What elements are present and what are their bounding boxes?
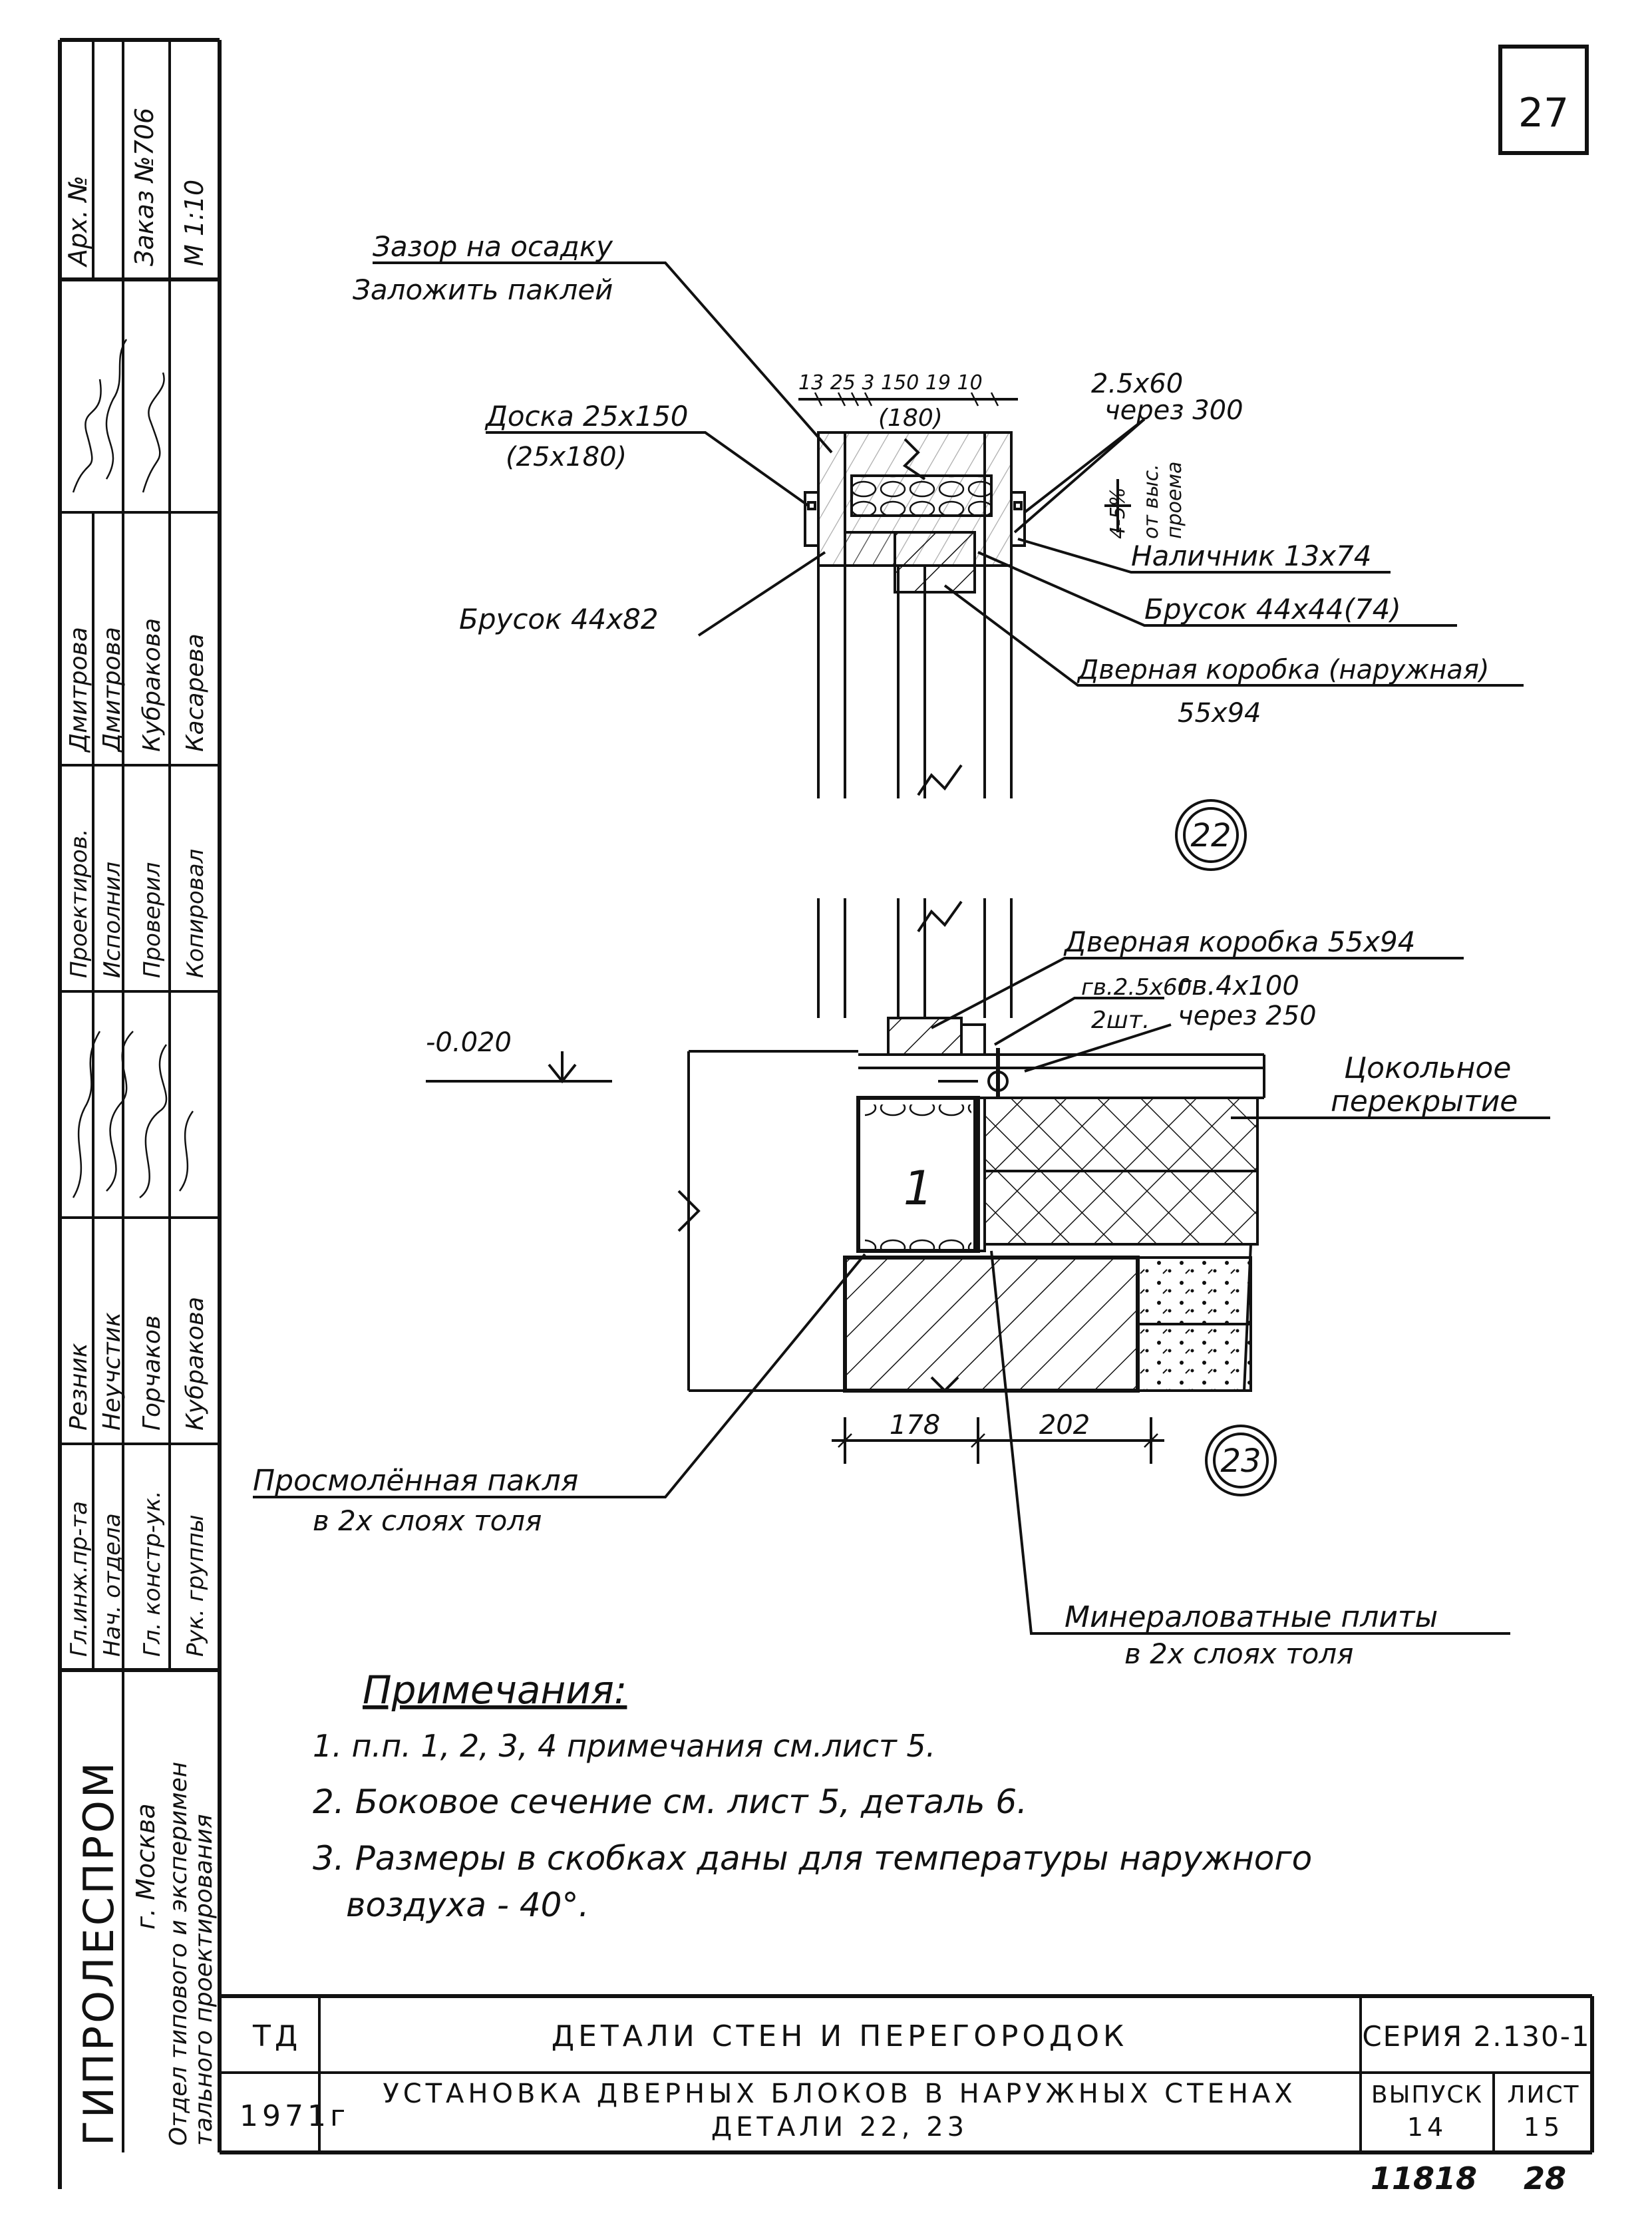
detail-22: 13 25 3 150 19 10 (180) Зазор на осадку …: [353, 230, 1524, 871]
d23-tow-label-2: в 2х слоях толя: [313, 1504, 542, 1537]
d22-slope-3: проема: [1163, 462, 1186, 539]
organization-city: г. Москва: [131, 1803, 160, 1930]
d23-nail2-label-2: через 250: [1178, 1001, 1317, 1031]
notes: Примечания: 1. п.п. 1, 2, 3, 4 примечани…: [313, 1667, 1312, 1924]
d23-dim-right: 202: [1039, 1410, 1090, 1441]
stamp-role-1: Гл.инж.пр-та: [66, 1501, 92, 1657]
signature-marks: [72, 339, 194, 1198]
d23-floor-label-1: Цокольное: [1344, 1051, 1511, 1085]
d22-trim-label: Наличник 13х74: [1131, 540, 1372, 572]
sheet-number-box: 27: [1498, 45, 1589, 155]
d22-board-label-2: (25х180): [506, 442, 627, 472]
tb-issue: 14: [1407, 2113, 1447, 2142]
stamp-role-3: Гл. констр-ук.: [139, 1490, 166, 1657]
tb-sheet: 15: [1524, 2113, 1564, 2142]
title-block: ТД 1971г ДЕТАЛИ СТЕН И ПЕРЕГОРОДОК УСТАН…: [220, 1994, 1594, 2152]
stamp-name-1: Резник: [65, 1343, 92, 1431]
stamp-name-4: Кубракова: [182, 1297, 209, 1431]
tb-title: ДЕТАЛИ СТЕН И ПЕРЕГОРОДОК: [552, 2019, 1128, 2053]
tb-code: ТД: [252, 2019, 301, 2053]
d23-wool-label-1: Минераловатные плиты: [1065, 1600, 1438, 1634]
stamp-role-5: Проектиров.: [66, 828, 92, 978]
notes-heading: Примечания:: [363, 1667, 627, 1713]
d23-floor-label-2: перекрытие: [1331, 1085, 1518, 1118]
d22-gap-label-2: Заложить паклей: [353, 273, 613, 306]
note-3: 3. Размеры в скобках даны для температур…: [313, 1839, 1312, 1878]
stamp-name-8: Касарева: [182, 633, 209, 752]
note-2: 2. Боковое сечение см. лист 5, деталь 6.: [313, 1783, 1027, 1821]
d22-gap-label-1: Зазор на осадку: [373, 230, 613, 263]
tb-year: 1971г: [240, 2099, 349, 2133]
stamp-role-7: Проверил: [139, 862, 166, 978]
stamp-name-6: Дмитрова: [98, 627, 126, 753]
d22-bar-right-label: Брусок 44х44(74): [1144, 593, 1401, 625]
d22-bar-left-label: Брусок 44х82: [459, 603, 659, 635]
stamp-name-7: Кубракова: [138, 618, 166, 752]
tb-sheet-label: ЛИСТ: [1507, 2081, 1579, 2109]
d22-frame-label-2: 55х94: [1178, 698, 1261, 729]
d22-nail-label-2: через 300: [1104, 395, 1243, 426]
d22-dims-top: 13 25 3 150 19 10: [798, 371, 983, 395]
detail-23-number: 23: [1220, 1443, 1261, 1480]
stamp-name-2: Неучстик: [98, 1312, 126, 1431]
tb-series: СЕРИЯ 2.130-1: [1362, 2020, 1590, 2053]
tb-issue-label: ВЫПУСК: [1371, 2081, 1483, 2109]
left-stamp: Арх. № Заказ №706 М 1:10 Гл.инж.пр-та На…: [60, 40, 220, 2152]
tb-subtitle-2: ДЕТАЛИ 22, 23: [711, 2112, 968, 2142]
d23-nail1-label-2: 2шт.: [1091, 1007, 1150, 1034]
d23-beam-number: 1: [904, 1161, 933, 1216]
detail-23: 1 -0.020 Дверная коробка 55х94 гв.2.5х60…: [253, 898, 1550, 1670]
note-1: 1. п.п. 1, 2, 3, 4 примечания см.лист 5.: [313, 1728, 935, 1764]
d23-dim-left: 178: [890, 1410, 940, 1441]
scale-label: М 1:10: [180, 180, 209, 266]
sheet-number: 27: [1518, 90, 1569, 136]
organization-name: ГИПРОЛЕСПРОМ: [75, 1760, 123, 2146]
stamp-role-6: Исполнил: [99, 862, 126, 978]
stamp-role-8: Копировал: [182, 849, 209, 978]
order-number: Заказ №706: [130, 108, 159, 266]
d23-level: -0.020: [426, 1027, 512, 1058]
d22-board-label-1: Доска 25х150: [484, 400, 689, 432]
archive-number-label: Арх. №: [63, 176, 92, 268]
d22-dims-paren: (180): [878, 405, 943, 432]
department-line-1: Отдел типового и эксперимен: [165, 1762, 192, 2146]
detail-22-number: 22: [1190, 817, 1231, 854]
d23-nail1-label-1: гв.2.5х60: [1081, 974, 1192, 1001]
d23-wool-label-2: в 2х слоях толя: [1124, 1637, 1353, 1670]
d22-nail-label-1: 2.5х60: [1091, 369, 1183, 399]
note-4: воздуха - 40°.: [346, 1886, 589, 1924]
tb-subtitle-1: УСТАНОВКА ДВЕРНЫХ БЛОКОВ В НАРУЖНЫХ СТЕН…: [383, 2079, 1296, 2109]
d22-frame-label-1: Дверная коробка (наружная): [1076, 655, 1490, 685]
d23-tow-label-1: Просмолённая пакля: [253, 1464, 578, 1498]
bottom-code: 11818: [1371, 2160, 1477, 2196]
stamp-role-4: Рук. группы: [182, 1514, 209, 1657]
bottom-page: 28: [1524, 2160, 1566, 2196]
d22-slope-2: от выс.: [1140, 464, 1163, 539]
d22-slope-1: 4-5%: [1106, 487, 1130, 539]
department-line-2: тального проектирования: [190, 1814, 218, 2146]
stamp-name-5: Дмитрова: [65, 627, 92, 753]
d23-nail2-label-1: гв.4х100: [1178, 971, 1299, 1001]
stamp-name-3: Горчаков: [138, 1315, 166, 1431]
d23-frame-label: Дверная коробка 55х94: [1063, 926, 1415, 958]
stamp-role-2: Нач. отдела: [99, 1513, 126, 1657]
sheet-frame: [58, 38, 1593, 2189]
